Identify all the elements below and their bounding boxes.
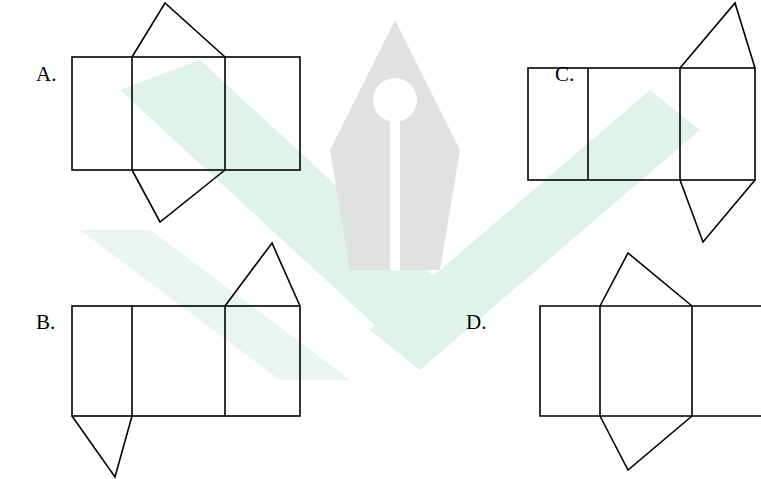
option-letter: B. — [36, 312, 55, 333]
prism-net-c — [528, 3, 755, 242]
option-letter: C. — [555, 64, 574, 85]
prism-net-d — [540, 253, 761, 470]
option-letter: A. — [36, 64, 56, 85]
prism-net-a — [72, 3, 300, 222]
watermark-hole — [373, 78, 417, 122]
watermark-slit — [390, 120, 400, 270]
prism-net-b — [72, 243, 300, 477]
watermark — [80, 20, 700, 380]
watermark-band — [80, 230, 350, 380]
watermark-nib — [330, 20, 460, 270]
option-letter: D. — [466, 312, 486, 333]
